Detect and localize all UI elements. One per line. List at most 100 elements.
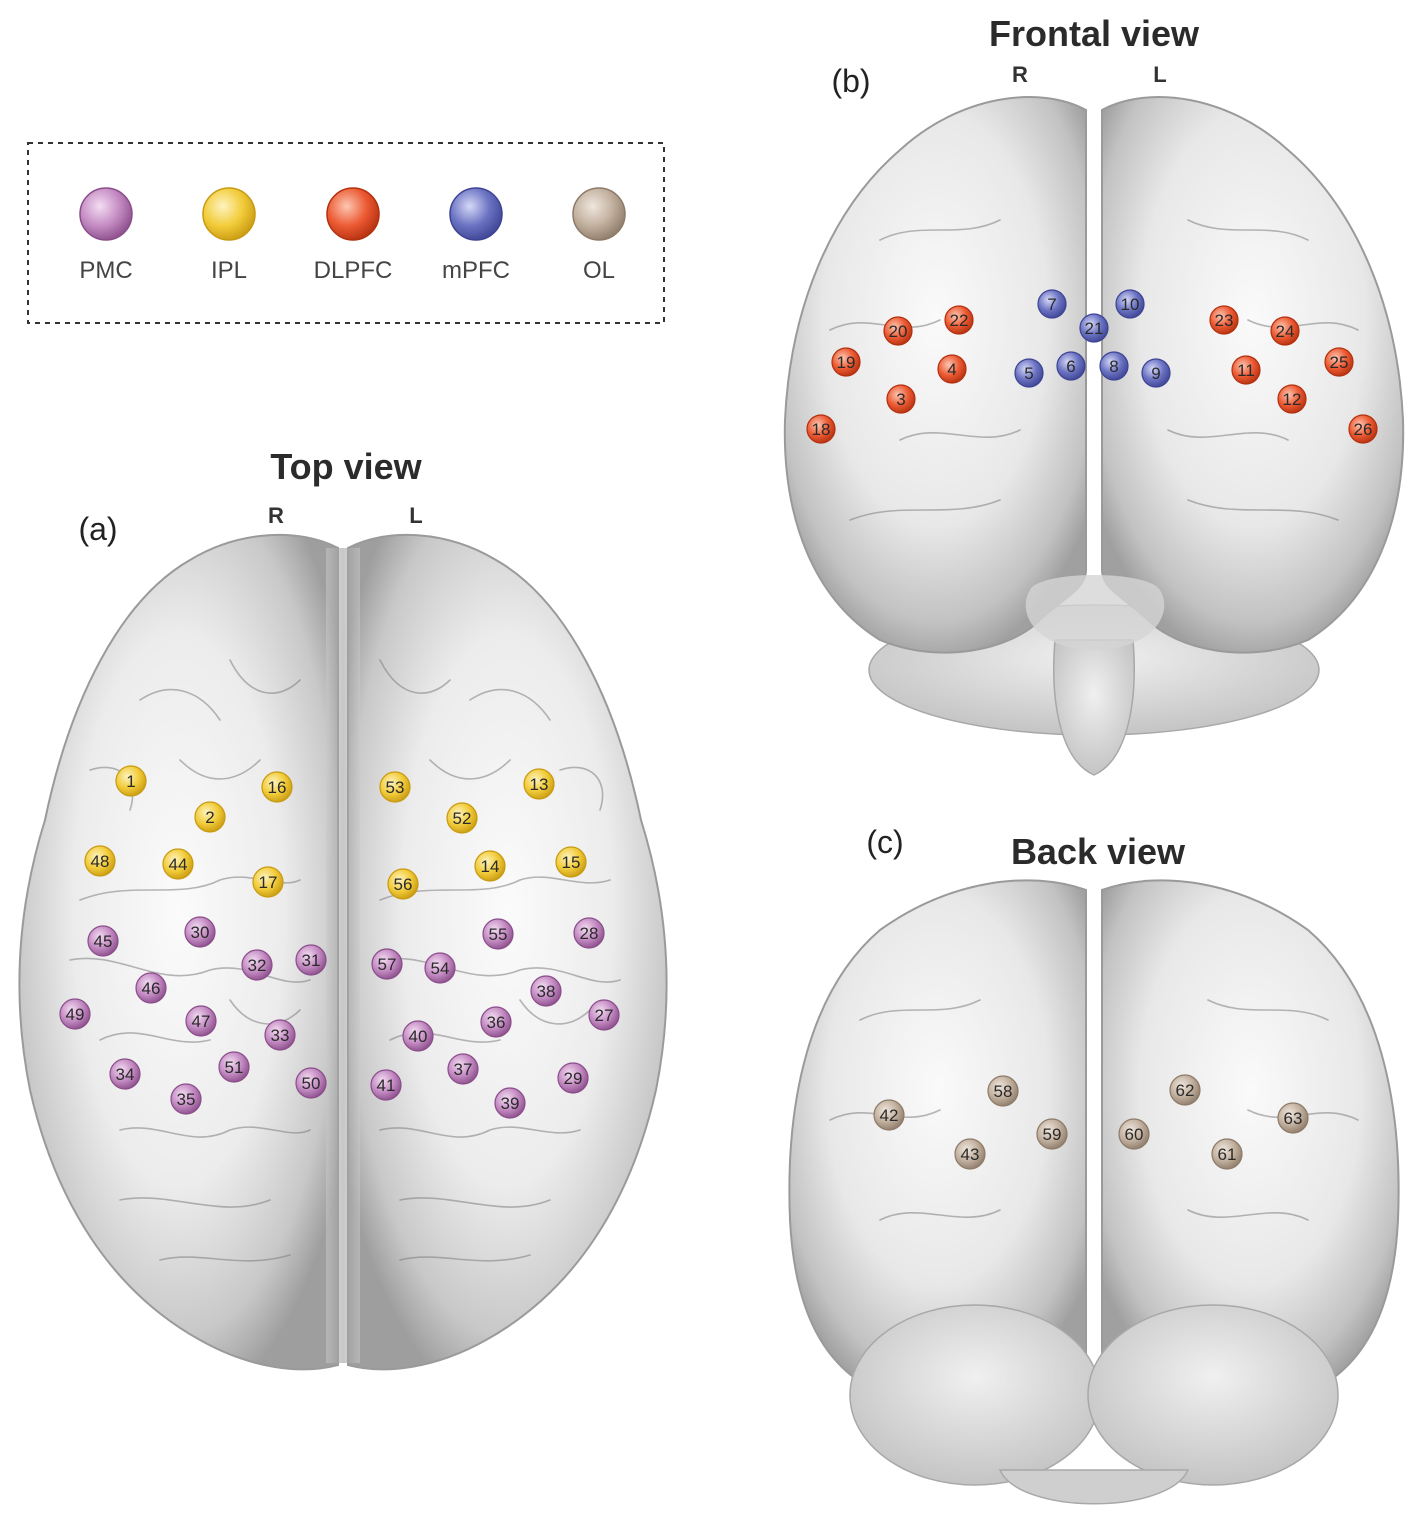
back-electrode-60: 60 — [1118, 1118, 1150, 1150]
back-electrode-43: 43 — [954, 1138, 986, 1170]
front-electrode-26: 26 — [1348, 414, 1378, 444]
back-view-panel-letter: (c) — [866, 824, 903, 860]
electrode-marker-pmc — [402, 1020, 434, 1052]
electrode-number: 32 — [248, 956, 267, 975]
top-electrode-51: 51 — [218, 1051, 250, 1083]
legend-item-pmc: PMC — [79, 187, 133, 284]
electrode-marker-mpfc — [1014, 358, 1044, 388]
brain-back-view — [788, 879, 1400, 1505]
electrode-marker-ipl — [84, 845, 116, 877]
front-electrode-7: 7 — [1037, 289, 1067, 319]
electrode-number: 62 — [1176, 1081, 1195, 1100]
electrode-marker-pmc — [371, 948, 403, 980]
top-electrode-49: 49 — [59, 998, 91, 1030]
electrode-marker-ipl — [523, 768, 555, 800]
front-electrode-20: 20 — [883, 316, 913, 346]
electrode-number: 39 — [501, 1094, 520, 1113]
front-electrode-23: 23 — [1209, 305, 1239, 335]
top-electrode-55: 55 — [482, 918, 514, 950]
electrode-number: 40 — [409, 1027, 428, 1046]
top-electrode-32: 32 — [241, 949, 273, 981]
electrode-marker-pmc — [573, 917, 605, 949]
electrode-marker-pmc — [295, 944, 327, 976]
front-electrode-25: 25 — [1324, 347, 1354, 377]
electrode-number: 34 — [116, 1065, 135, 1084]
legend-item-dlpfc: DLPFC — [314, 187, 393, 284]
electrode-number: 18 — [812, 420, 831, 439]
front-electrode-4: 4 — [937, 354, 967, 384]
front-electrode-3: 3 — [886, 384, 916, 414]
electrode-number: 21 — [1085, 319, 1104, 338]
electrode-marker-dlpfc — [806, 414, 836, 444]
legend-swatch-dlpfc — [326, 187, 380, 241]
electrode-number: 30 — [191, 923, 210, 942]
top-electrode-16: 16 — [261, 771, 293, 803]
electrode-number: 56 — [394, 875, 413, 894]
electrode-marker-mpfc — [1037, 289, 1067, 319]
electrode-number: 35 — [177, 1090, 196, 1109]
electrode-number: 14 — [481, 857, 500, 876]
back-electrode-61: 61 — [1211, 1138, 1243, 1170]
electrode-marker-mpfc — [1115, 289, 1145, 319]
electrode-number: 23 — [1215, 311, 1234, 330]
legend: PMC IPL DLPFC mPFC OL — [27, 142, 665, 324]
back-view-title: Back view — [1011, 831, 1186, 872]
electrode-marker-dlpfc — [1209, 305, 1239, 335]
electrode-marker-dlpfc — [1348, 414, 1378, 444]
electrode-marker-dlpfc — [886, 384, 916, 414]
electrode-marker-ol — [1118, 1118, 1150, 1150]
legend-label-ol: OL — [583, 257, 615, 284]
top-electrode-13: 13 — [523, 768, 555, 800]
electrode-marker-pmc — [480, 1006, 512, 1038]
electrode-marker-ipl — [555, 846, 587, 878]
electrode-number: 60 — [1125, 1125, 1144, 1144]
electrode-marker-ol — [873, 1099, 905, 1131]
brain-top-view — [18, 533, 668, 1371]
electrode-marker-pmc — [447, 1053, 479, 1085]
electrode-number: 42 — [880, 1106, 899, 1125]
electrode-marker-dlpfc — [1231, 355, 1261, 385]
legend-swatch-ol — [572, 187, 626, 241]
electrode-marker-pmc — [530, 975, 562, 1007]
electrode-marker-dlpfc — [1270, 316, 1300, 346]
legend-items: PMC IPL DLPFC mPFC OL — [79, 187, 626, 284]
electrode-number: 27 — [595, 1006, 614, 1025]
electrode-marker-pmc — [424, 952, 456, 984]
electrode-marker-pmc — [370, 1069, 402, 1101]
top-electrode-2: 2 — [194, 801, 226, 833]
electrode-marker-ipl — [261, 771, 293, 803]
top-electrode-54: 54 — [424, 952, 456, 984]
top-electrode-50: 50 — [295, 1067, 327, 1099]
legend-item-mpfc: mPFC — [442, 187, 510, 284]
legend-label-mpfc: mPFC — [442, 257, 510, 284]
legend-item-ipl: IPL — [202, 187, 256, 284]
front-electrode-18: 18 — [806, 414, 836, 444]
legend-label-pmc: PMC — [79, 257, 132, 284]
electrode-number: 48 — [91, 852, 110, 871]
electrode-number: 26 — [1354, 420, 1373, 439]
legend-swatch-pmc — [79, 187, 133, 241]
frontal-view-left-label: L — [1153, 62, 1166, 87]
frontal-view-right-label: R — [1012, 62, 1028, 87]
legend-label-dlpfc: DLPFC — [314, 257, 393, 284]
electrode-number: 11 — [1237, 361, 1255, 380]
electrode-marker-ol — [1277, 1102, 1309, 1134]
electrode-marker-ipl — [162, 848, 194, 880]
top-electrode-28: 28 — [573, 917, 605, 949]
electrode-number: 44 — [169, 855, 188, 874]
top-electrode-37: 37 — [447, 1053, 479, 1085]
electrode-marker-ol — [1211, 1138, 1243, 1170]
electrode-marker-pmc — [170, 1083, 202, 1115]
electrode-marker-dlpfc — [831, 347, 861, 377]
electrode-marker-ol — [987, 1075, 1019, 1107]
top-electrode-33: 33 — [264, 1019, 296, 1051]
back-electrode-63: 63 — [1277, 1102, 1309, 1134]
electrode-number: 8 — [1109, 357, 1118, 376]
legend-item-ol: OL — [572, 187, 626, 284]
electrode-marker-pmc — [295, 1067, 327, 1099]
